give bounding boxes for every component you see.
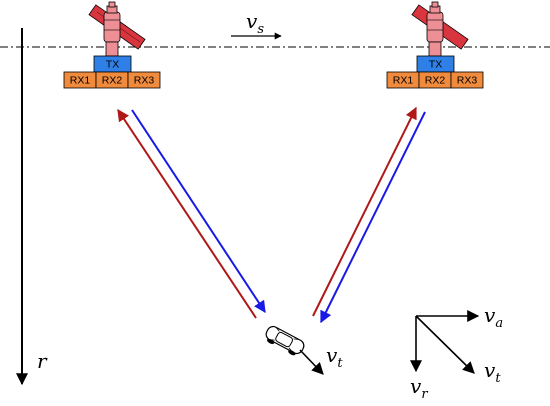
rx1-label: RX1 xyxy=(393,74,414,86)
return-ray-left xyxy=(117,109,257,319)
satellite-body xyxy=(103,11,121,43)
target-velocity-arrow xyxy=(299,349,324,375)
satellite-left: TX RX1 RX2 RX3 xyxy=(63,1,161,89)
velocity-decomposition: va vr vt xyxy=(410,303,503,402)
total-velocity-arrow xyxy=(415,315,475,374)
tx-label: TX xyxy=(429,58,442,70)
return-ray-right xyxy=(312,106,417,317)
satellite-icon xyxy=(88,1,146,57)
transmit-ray-right xyxy=(320,111,426,324)
rx1-label: RX1 xyxy=(70,74,91,86)
satellite-velocity-label: vs xyxy=(246,9,264,37)
tx-label: TX xyxy=(106,58,119,70)
rx3-label: RX3 xyxy=(134,74,155,86)
rx3-box xyxy=(127,71,161,89)
azimuth-velocity-label: va xyxy=(484,303,503,331)
target-velocity-label: vt xyxy=(326,343,343,371)
range-axis-label: r xyxy=(37,349,48,373)
radial-velocity-label: vr xyxy=(410,374,428,402)
rx3-label: RX3 xyxy=(457,74,478,86)
car-icon xyxy=(265,325,305,356)
satellite-body xyxy=(426,11,444,43)
rx2-label: RX2 xyxy=(102,74,123,86)
transmit-ray-left xyxy=(131,109,266,314)
total-velocity-label: vt xyxy=(484,358,501,386)
rx2-label: RX2 xyxy=(425,74,446,86)
satellite-icon xyxy=(411,1,469,57)
rx3-box xyxy=(450,71,484,89)
satellite-right: TX RX1 RX2 RX3 xyxy=(386,1,484,89)
